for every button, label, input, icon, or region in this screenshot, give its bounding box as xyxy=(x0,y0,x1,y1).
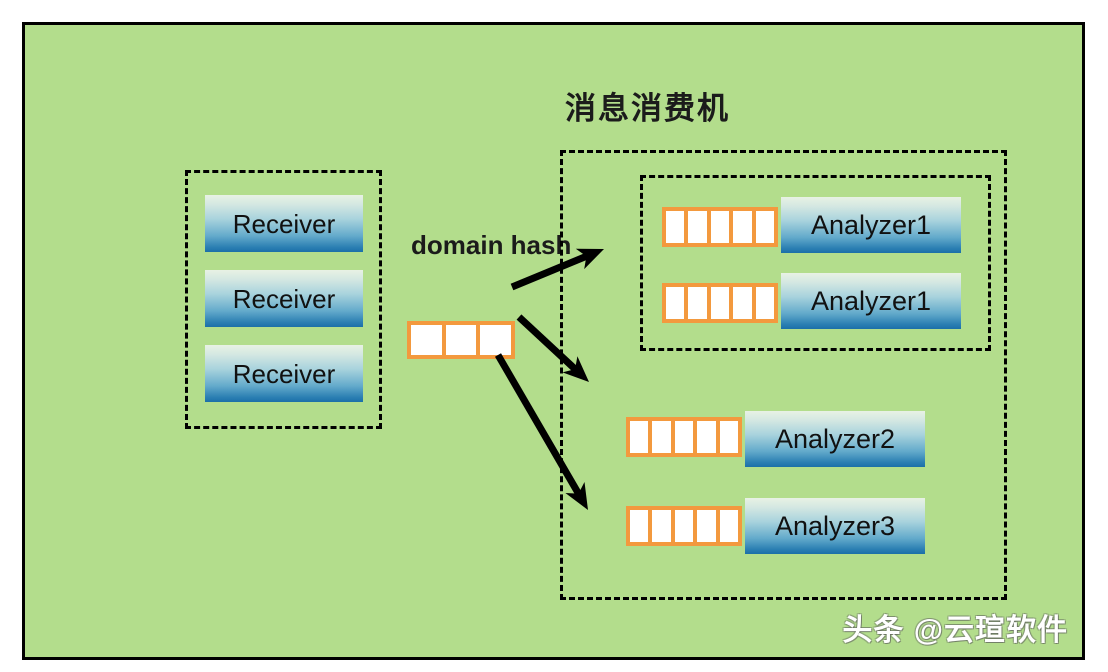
queue-cell xyxy=(733,287,752,319)
page-title: 消息消费机 xyxy=(565,91,730,126)
main-message-queue xyxy=(407,321,515,359)
queue-cell xyxy=(630,421,649,453)
analyzer-label: Analyzer1 xyxy=(810,209,932,240)
analyzer1-queue-1 xyxy=(662,207,778,247)
analyzer1-queue-2 xyxy=(662,283,778,323)
analyzer-label: Analyzer2 xyxy=(774,423,896,454)
analyzer-node-3[interactable]: Analyzer2 xyxy=(745,411,925,467)
queue-cell xyxy=(411,325,442,355)
analyzer-label: Analyzer1 xyxy=(810,285,932,316)
analyzer2-queue xyxy=(626,417,742,457)
queue-cell xyxy=(755,287,775,319)
queue-cell xyxy=(674,421,694,453)
analyzer3-queue xyxy=(626,506,742,546)
queue-cell xyxy=(688,287,707,319)
queue-cell xyxy=(719,421,739,453)
queue-cell xyxy=(688,211,707,243)
receiver-node-1[interactable]: Receiver xyxy=(205,195,363,252)
queue-cell xyxy=(710,211,730,243)
analyzer-node-4[interactable]: Analyzer3 xyxy=(745,498,925,554)
receiver-label: Receiver xyxy=(232,358,336,389)
receiver-label: Receiver xyxy=(232,208,336,239)
queue-cell xyxy=(666,287,685,319)
queue-cell xyxy=(719,510,739,542)
receiver-node-2[interactable]: Receiver xyxy=(205,270,363,327)
queue-cell xyxy=(755,211,775,243)
queue-cell xyxy=(652,510,671,542)
queue-cell xyxy=(697,510,716,542)
queue-cell xyxy=(480,325,512,355)
queue-cell xyxy=(666,211,685,243)
receiver-label: Receiver xyxy=(232,283,336,314)
diagram-canvas: 消息消费机 Receiver Receiver Receiver domain … xyxy=(22,22,1085,660)
analyzer-node-1[interactable]: Analyzer1 xyxy=(781,197,961,253)
domain-hash-label: domain hash xyxy=(411,230,572,260)
queue-cell xyxy=(445,325,477,355)
watermark-text: 头条 @云瑄软件 xyxy=(842,614,1068,647)
queue-cell xyxy=(697,421,716,453)
receiver-node-3[interactable]: Receiver xyxy=(205,345,363,402)
queue-cell xyxy=(710,287,730,319)
queue-cell xyxy=(652,421,671,453)
queue-cell xyxy=(630,510,649,542)
queue-cell xyxy=(733,211,752,243)
receivers-group-box xyxy=(185,170,382,429)
queue-cell xyxy=(674,510,694,542)
analyzer-node-2[interactable]: Analyzer1 xyxy=(781,273,961,329)
analyzer-label: Analyzer3 xyxy=(774,510,896,541)
analyzer1-group-box xyxy=(640,175,991,351)
